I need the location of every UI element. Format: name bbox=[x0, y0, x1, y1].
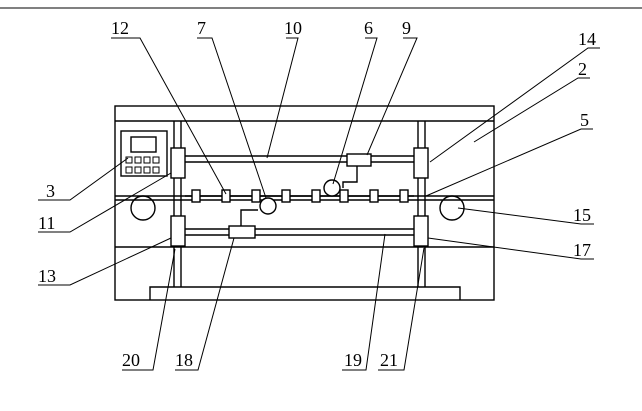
label-20: 20 bbox=[122, 350, 140, 370]
label-15: 15 bbox=[573, 205, 591, 225]
callout-labels: 12 7 10 6 9 14 2 5 3 11 15 13 17 20 18 1… bbox=[38, 18, 596, 370]
leader-lines bbox=[38, 37, 600, 371]
slider-11 bbox=[170, 147, 186, 179]
upper-actuator bbox=[323, 153, 372, 197]
actuator-9 bbox=[346, 153, 372, 167]
lower-actuator bbox=[228, 197, 277, 239]
label-18: 18 bbox=[175, 350, 193, 370]
control-panel-box bbox=[120, 130, 168, 177]
label-10: 10 bbox=[284, 18, 302, 38]
label-6: 6 bbox=[364, 18, 373, 38]
main-frame bbox=[114, 105, 495, 301]
label-19: 19 bbox=[344, 350, 362, 370]
label-7: 7 bbox=[197, 18, 206, 38]
label-13: 13 bbox=[38, 266, 56, 286]
lower-guide-rod bbox=[182, 228, 417, 236]
roller-left bbox=[130, 195, 156, 221]
label-2: 2 bbox=[578, 59, 587, 79]
slider-17 bbox=[413, 215, 429, 247]
control-panel-screen bbox=[130, 136, 157, 153]
clamp-row bbox=[191, 189, 409, 203]
label-17: 17 bbox=[573, 240, 591, 260]
frame-outline bbox=[114, 105, 495, 301]
base-notch bbox=[149, 286, 461, 300]
actuator-18 bbox=[228, 225, 256, 239]
label-3: 3 bbox=[46, 181, 55, 201]
slider-14 bbox=[413, 147, 429, 179]
vertical-rails bbox=[173, 121, 426, 287]
label-11: 11 bbox=[38, 213, 55, 233]
label-12: 12 bbox=[111, 18, 129, 38]
upper-guide-rod bbox=[182, 155, 417, 163]
label-21: 21 bbox=[380, 350, 398, 370]
control-panel bbox=[120, 130, 168, 177]
roller-15 bbox=[439, 195, 465, 221]
wheel-6 bbox=[323, 179, 341, 197]
label-9: 9 bbox=[402, 18, 411, 38]
label-5: 5 bbox=[580, 110, 589, 130]
label-14: 14 bbox=[578, 29, 596, 49]
wheel-7 bbox=[259, 197, 277, 215]
slider-13 bbox=[170, 215, 186, 247]
